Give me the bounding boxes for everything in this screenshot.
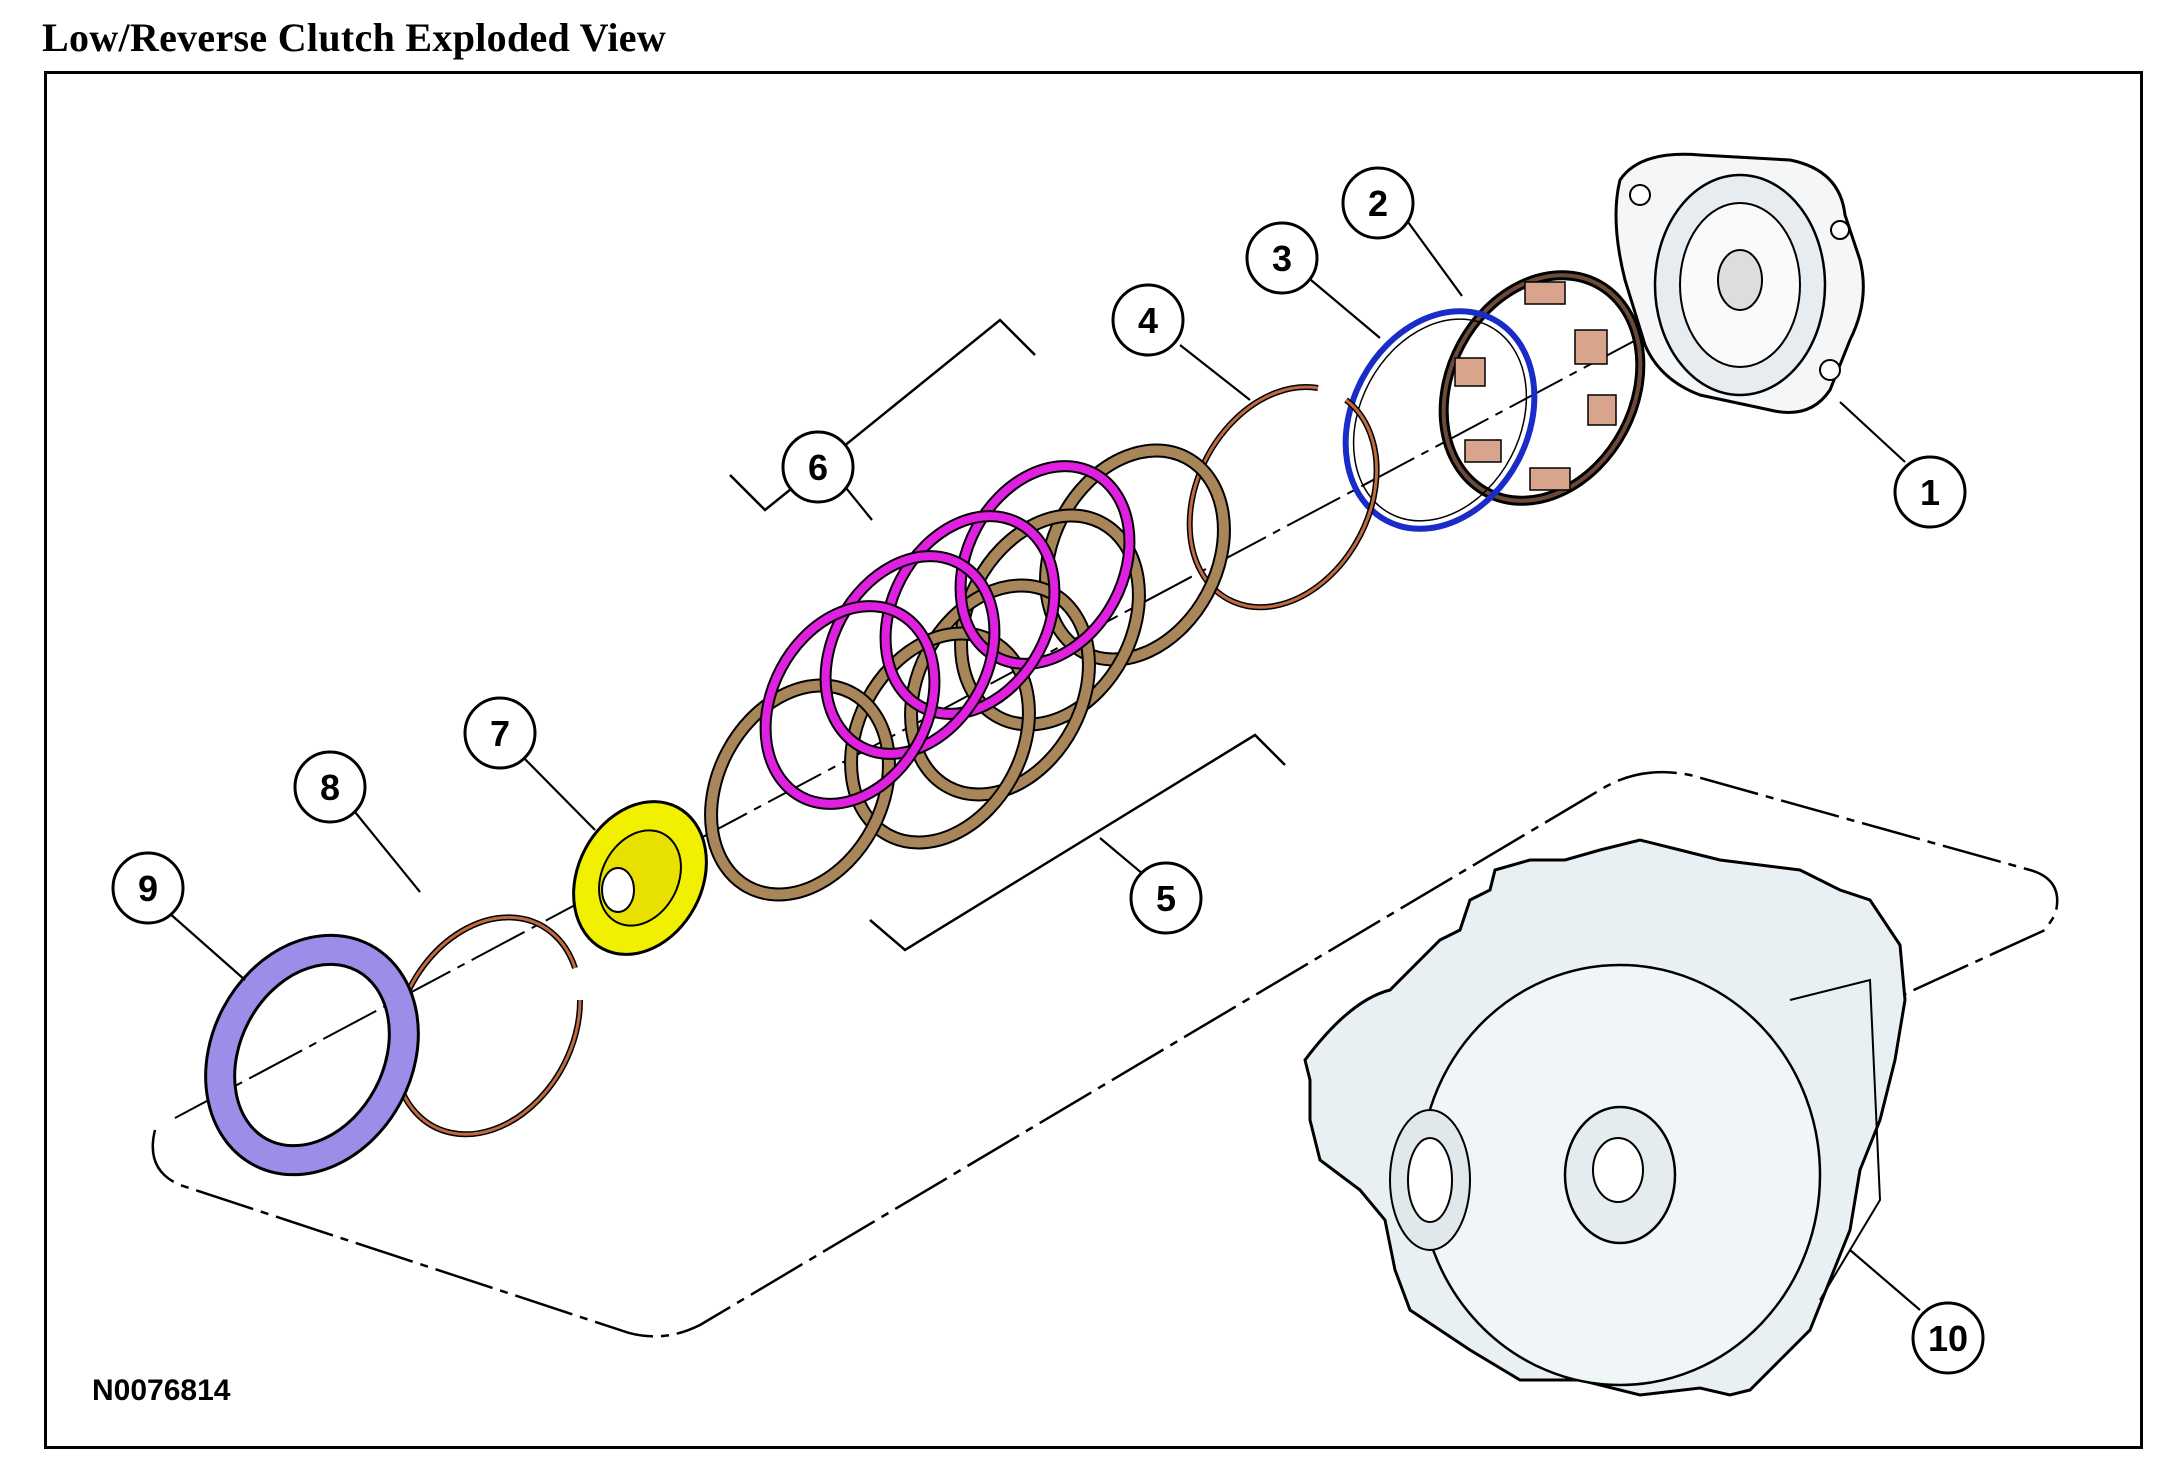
- ring-gear: [204, 933, 420, 1177]
- bracket-5: [869, 733, 1286, 952]
- callout-10: 10: [1911, 1301, 1985, 1375]
- phantom-outline: [151, 770, 2059, 1338]
- clutch-hub: [572, 800, 708, 956]
- clutch-drum: [1438, 270, 1646, 506]
- return-spring: [1342, 308, 1538, 532]
- callout-1: 1: [1893, 455, 1967, 529]
- svg-text:7: 7: [490, 713, 510, 754]
- svg-text:3: 3: [1272, 238, 1292, 279]
- svg-text:1: 1: [1920, 472, 1940, 513]
- callout-3: 3: [1245, 221, 1319, 295]
- svg-text:9: 9: [138, 868, 158, 909]
- friction-plates: [704, 443, 1231, 902]
- page-title: Low/Reverse Clutch Exploded View: [42, 15, 667, 60]
- piston-housing: [1614, 152, 1865, 414]
- center-axis: [174, 281, 1746, 1119]
- callout-9: 9: [111, 851, 185, 925]
- transmission-housing: [1303, 838, 1907, 1397]
- svg-text:10: 10: [1928, 1318, 1968, 1359]
- svg-text:5: 5: [1156, 878, 1176, 919]
- svg-text:2: 2: [1368, 183, 1388, 224]
- callout-6: 6: [781, 430, 855, 504]
- snap-ring-4: [1186, 384, 1380, 611]
- steel-plates: [759, 460, 1136, 810]
- callout-5: 5: [1129, 861, 1203, 935]
- svg-text:4: 4: [1138, 300, 1158, 341]
- diagram-frame: [44, 71, 2143, 1449]
- snap-ring-8: [391, 914, 584, 1138]
- figure-id: N0076814: [92, 1374, 231, 1407]
- leader-lines: [167, 221, 1921, 1311]
- callout-4: 4: [1111, 283, 1185, 357]
- callout-8: 8: [293, 750, 367, 824]
- callout-7: 7: [463, 696, 537, 770]
- svg-text:6: 6: [808, 447, 828, 488]
- svg-text:8: 8: [320, 767, 340, 808]
- bracket-6: [729, 318, 1036, 512]
- callout-2: 2: [1341, 166, 1415, 240]
